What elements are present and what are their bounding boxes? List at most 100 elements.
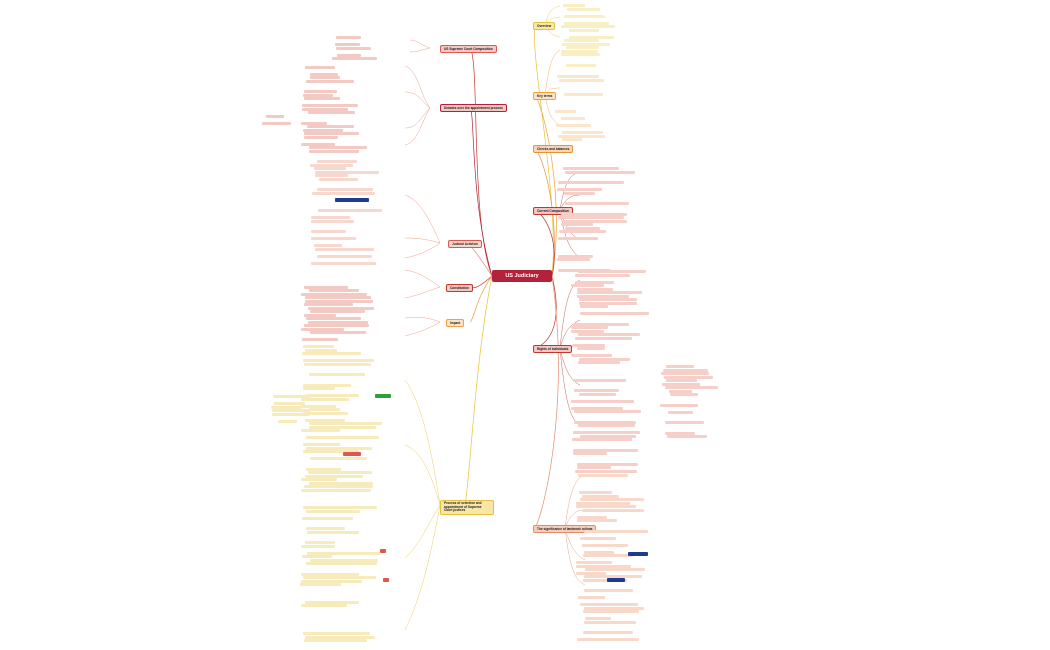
highlighted-leaf-node[interactable] — [607, 578, 625, 582]
leaf-node[interactable] — [577, 424, 636, 427]
leaf-node[interactable] — [565, 46, 600, 49]
leaf-node[interactable] — [305, 635, 376, 639]
leaf-node[interactable] — [306, 551, 380, 555]
leaf-node[interactable] — [309, 481, 374, 485]
leaf-node[interactable] — [300, 404, 337, 408]
leaf-node[interactable] — [302, 450, 360, 453]
leaf-node[interactable] — [582, 494, 619, 498]
leaf-node[interactable] — [310, 237, 356, 240]
leaf-node[interactable] — [301, 338, 339, 341]
leaf-node[interactable] — [301, 142, 336, 146]
highlighted-leaf-node[interactable] — [380, 549, 386, 553]
leaf-node[interactable] — [306, 509, 361, 513]
leaf-node[interactable] — [567, 7, 600, 11]
leaf-node[interactable] — [576, 561, 613, 564]
leaf-node[interactable] — [569, 35, 614, 39]
leaf-node[interactable] — [555, 124, 591, 127]
leaf-node[interactable] — [303, 506, 378, 509]
leaf-node[interactable] — [305, 474, 363, 478]
leaf-node[interactable] — [265, 115, 285, 118]
leaf-node[interactable] — [564, 39, 599, 42]
leaf-node[interactable] — [305, 348, 337, 352]
leaf-node[interactable] — [666, 435, 707, 438]
leaf-node[interactable] — [559, 230, 607, 233]
leaf-node[interactable] — [575, 469, 637, 473]
leaf-node[interactable] — [560, 25, 615, 28]
leaf-node[interactable] — [578, 333, 640, 336]
leaf-node[interactable] — [560, 223, 593, 226]
leaf-node[interactable] — [571, 406, 624, 410]
leaf-node[interactable] — [561, 42, 610, 46]
leaf-node[interactable] — [584, 617, 612, 620]
leaf-node[interactable] — [271, 405, 303, 409]
leaf-node[interactable] — [555, 110, 576, 113]
root-node[interactable]: US Judiciary — [492, 270, 552, 282]
leaf-node[interactable] — [584, 606, 644, 610]
highlighted-leaf-node[interactable] — [383, 578, 389, 582]
leaf-node[interactable] — [571, 354, 613, 357]
leaf-node[interactable] — [575, 280, 614, 284]
leaf-node[interactable] — [304, 135, 338, 139]
leaf-node[interactable] — [666, 379, 697, 382]
leaf-node[interactable] — [665, 421, 704, 424]
leaf-node[interactable] — [566, 63, 597, 67]
leaf-node[interactable] — [300, 583, 342, 586]
branch-current-composition[interactable]: Current Composition — [533, 207, 573, 215]
leaf-node[interactable] — [310, 163, 354, 167]
leaf-node[interactable] — [304, 90, 337, 93]
highlighted-leaf-node[interactable] — [335, 198, 369, 202]
branch-judicial-activism[interactable]: Judicial Activism — [448, 240, 482, 248]
leaf-node[interactable] — [303, 93, 333, 97]
branch-selection-process[interactable]: Process of selection and appointment of … — [440, 500, 494, 515]
leaf-node[interactable] — [561, 117, 585, 120]
leaf-node[interactable] — [569, 28, 599, 32]
leaf-node[interactable] — [578, 392, 616, 396]
leaf-node[interactable] — [308, 471, 372, 474]
leaf-node[interactable] — [300, 572, 359, 576]
leaf-node[interactable] — [564, 170, 635, 174]
leaf-node[interactable] — [660, 372, 709, 375]
leaf-node[interactable] — [303, 345, 335, 348]
leaf-node[interactable] — [563, 92, 604, 96]
leaf-node[interactable] — [558, 134, 605, 138]
leaf-node[interactable] — [570, 326, 608, 329]
leaf-node[interactable] — [304, 65, 336, 69]
leaf-node[interactable] — [312, 191, 376, 195]
leaf-node[interactable] — [317, 254, 372, 258]
leaf-node[interactable] — [305, 600, 360, 604]
leaf-node[interactable] — [577, 473, 628, 477]
leaf-node[interactable] — [305, 317, 361, 320]
leaf-node[interactable] — [314, 170, 380, 174]
leaf-node[interactable] — [314, 247, 374, 251]
leaf-node[interactable] — [557, 75, 600, 78]
leaf-node[interactable] — [564, 191, 595, 195]
leaf-node[interactable] — [579, 312, 650, 315]
leaf-node[interactable] — [573, 448, 638, 452]
leaf-node[interactable] — [562, 4, 585, 7]
leaf-node[interactable] — [572, 452, 608, 455]
leaf-node[interactable] — [579, 603, 638, 606]
leaf-node[interactable] — [306, 125, 355, 128]
leaf-node[interactable] — [576, 564, 631, 568]
branch-landmark-rulings[interactable]: The significance of landmark rulings — [533, 525, 597, 533]
leaf-node[interactable] — [316, 188, 373, 191]
leaf-node[interactable] — [574, 410, 641, 413]
leaf-node[interactable] — [570, 284, 604, 287]
leaf-node[interactable] — [664, 375, 714, 379]
leaf-node[interactable] — [576, 287, 613, 291]
leaf-node[interactable] — [575, 571, 606, 575]
leaf-node[interactable] — [274, 402, 305, 405]
leaf-node[interactable] — [575, 336, 632, 340]
leaf-node[interactable] — [302, 576, 376, 579]
leaf-node[interactable] — [669, 393, 698, 396]
leaf-node[interactable] — [335, 36, 362, 39]
leaf-node[interactable] — [557, 181, 624, 184]
leaf-node[interactable] — [564, 202, 630, 205]
leaf-node[interactable] — [584, 550, 614, 554]
leaf-node[interactable] — [573, 389, 619, 392]
leaf-node[interactable] — [572, 431, 640, 434]
leaf-node[interactable] — [308, 373, 365, 376]
leaf-node[interactable] — [332, 57, 377, 60]
leaf-node[interactable] — [308, 146, 368, 149]
leaf-node[interactable] — [303, 639, 367, 642]
